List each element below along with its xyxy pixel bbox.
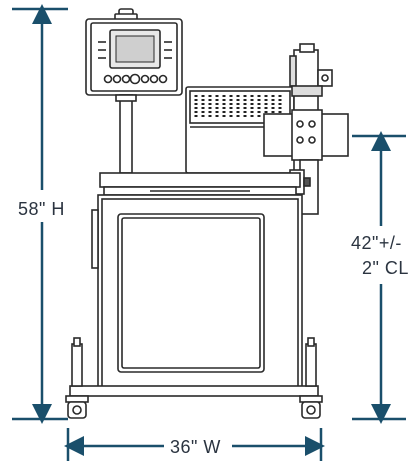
cabinet: [91, 194, 303, 394]
base-frame: [69, 385, 319, 397]
machine: [65, 8, 349, 419]
control-pendant: [85, 8, 183, 96]
centerline-label-line1: 42"+/-: [351, 233, 402, 253]
centerline-label-line2: 2" CL: [362, 258, 409, 278]
width-label: 36" W: [170, 437, 221, 457]
pendant-buttons: [103, 73, 168, 85]
right-caster: [299, 337, 323, 419]
weld-head: [263, 43, 349, 215]
centerline-dimension: [352, 131, 406, 424]
left-caster: [65, 337, 89, 419]
width-dimension: [64, 428, 325, 461]
height-label: 58" H: [18, 199, 65, 219]
cabinet-top: [99, 172, 301, 188]
height-dimension: [12, 4, 68, 424]
pendant-post: [119, 94, 133, 174]
